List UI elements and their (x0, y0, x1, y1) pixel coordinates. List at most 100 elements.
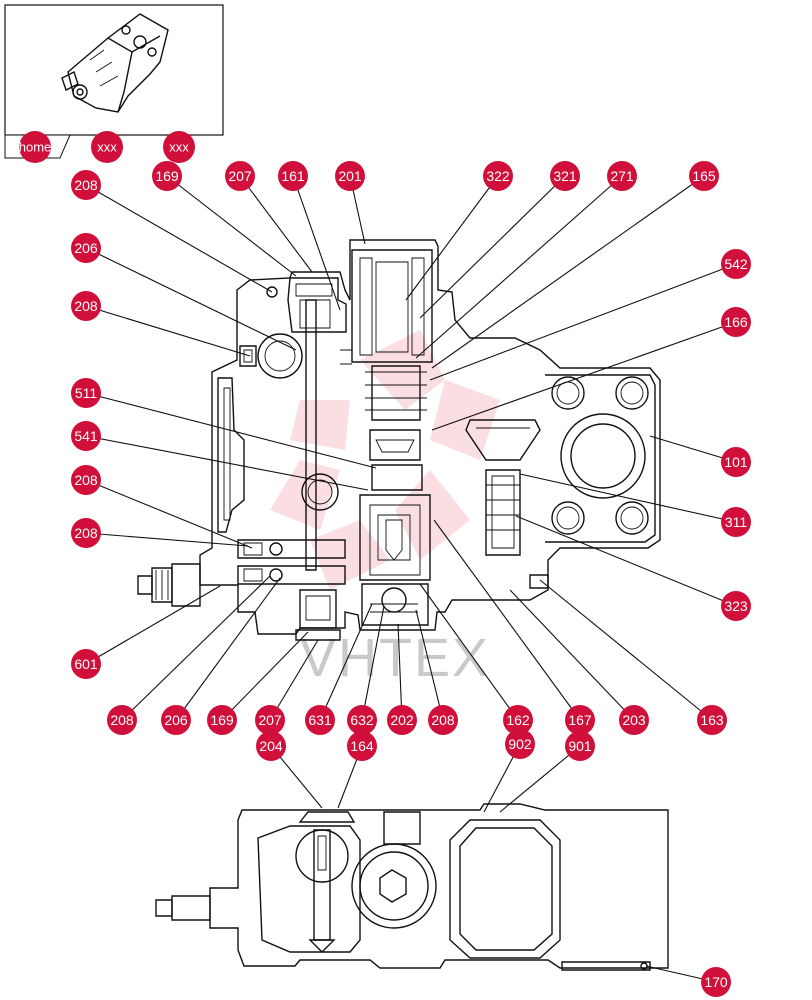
callout-label: 208 (74, 472, 98, 488)
valve-section-view (137, 239, 661, 641)
leader-line-c-202 (397, 623, 403, 721)
callout-label: 323 (724, 598, 748, 614)
callout-badge (565, 731, 595, 761)
callout-badge (721, 307, 751, 337)
nav-tab-home[interactable]: home (19, 131, 52, 163)
callout-label: 170 (704, 974, 728, 990)
nav-tab-xxx-2[interactable]: xxx (163, 131, 195, 163)
callout-badge (721, 249, 751, 279)
leader-line-c-208d (85, 532, 249, 547)
callout-label: 208 (74, 298, 98, 314)
callout-c-165[interactable]: 165 (689, 161, 719, 191)
callout-c-311[interactable]: 311 (721, 507, 751, 537)
callout-badge (71, 518, 101, 548)
callout-label: 201 (338, 168, 362, 184)
callout-label: 208 (74, 525, 98, 541)
nav-tab-xxx-1[interactable]: xxx (91, 131, 123, 163)
callout-c-601[interactable]: 601 (71, 649, 101, 679)
callout-c-207a[interactable]: 207 (225, 161, 255, 191)
leader-line-c-161 (292, 175, 341, 311)
callout-c-208b[interactable]: 208 (71, 291, 101, 321)
callout-c-206a[interactable]: 206 (71, 233, 101, 263)
callout-c-208a[interactable]: 208 (71, 170, 101, 200)
callout-label: 311 (725, 514, 748, 530)
callout-badge (721, 591, 751, 621)
callout-badge (152, 161, 182, 191)
callout-badge (619, 705, 649, 735)
callout-badge (71, 233, 101, 263)
callout-c-163[interactable]: 163 (697, 705, 727, 735)
callout-badge (550, 161, 580, 191)
callout-c-542[interactable]: 542 (721, 249, 751, 279)
callout-c-901[interactable]: 901 (565, 731, 595, 761)
leader-line-c-632 (361, 605, 385, 721)
leader-line-c-322 (405, 175, 499, 301)
callout-c-323[interactable]: 323 (721, 591, 751, 621)
callout-c-170[interactable]: 170 (701, 967, 731, 997)
callout-label: 169 (210, 712, 234, 728)
callout-c-164[interactable]: 164 (347, 731, 377, 761)
callout-badge (278, 161, 308, 191)
callout-c-208d[interactable]: 208 (71, 518, 101, 548)
leader-line-c-208c (85, 479, 253, 549)
callout-c-166[interactable]: 166 (721, 307, 751, 337)
callout-c-632[interactable]: 632 (347, 705, 377, 735)
callout-c-206b[interactable]: 206 (161, 705, 191, 735)
callout-badge (483, 161, 513, 191)
callout-c-207b[interactable]: 207 (255, 705, 285, 735)
callout-c-208c[interactable]: 208 (71, 465, 101, 495)
callout-label: 542 (724, 256, 748, 272)
callout-c-203[interactable]: 203 (619, 705, 649, 735)
leader-line-c-208f (415, 609, 444, 721)
callout-label: 541 (74, 428, 98, 444)
callout-layer: 208 169 207 161 201 322 321 271 165 206 542 208 166 5… (71, 161, 751, 997)
callout-c-162[interactable]: 162 (503, 705, 533, 735)
callout-label: 203 (622, 712, 646, 728)
callout-c-208e[interactable]: 208 (107, 705, 137, 735)
callout-label: 166 (724, 314, 748, 330)
callout-c-511[interactable]: 511 (71, 378, 101, 408)
callout-label: 162 (506, 712, 530, 728)
leader-line-c-601 (85, 585, 221, 665)
leader-line-c-542 (429, 263, 737, 381)
leader-line-c-631 (319, 603, 373, 721)
callout-badge (225, 161, 255, 191)
callout-badge (505, 729, 535, 759)
callout-label: 271 (610, 168, 634, 184)
callout-badge (71, 291, 101, 321)
leader-line-c-511 (85, 392, 377, 469)
callout-c-271[interactable]: 271 (607, 161, 637, 191)
callout-c-204[interactable]: 204 (256, 731, 286, 761)
callout-c-161[interactable]: 161 (278, 161, 308, 191)
callout-badge (428, 705, 458, 735)
watermark-text: VHTEX (300, 628, 490, 688)
callout-label: 632 (350, 712, 374, 728)
callout-c-202[interactable]: 202 (387, 705, 417, 735)
nav-tab-xxx-1-label: xxx (97, 140, 117, 155)
callout-c-322[interactable]: 322 (483, 161, 513, 191)
callout-c-101[interactable]: 101 (721, 447, 751, 477)
callout-label: 161 (281, 168, 305, 184)
callout-c-169b[interactable]: 169 (207, 705, 237, 735)
callout-label: 206 (74, 240, 98, 256)
thumbnail-panel[interactable] (4, 4, 224, 159)
callout-label: 321 (553, 168, 577, 184)
callout-c-321[interactable]: 321 (550, 161, 580, 191)
leader-line-c-207b (269, 639, 319, 721)
callout-c-167[interactable]: 167 (565, 705, 595, 735)
callout-badge (71, 421, 101, 451)
callout-c-208f[interactable]: 208 (428, 705, 458, 735)
callout-label: 322 (486, 168, 510, 184)
callout-c-169a[interactable]: 169 (152, 161, 182, 191)
leader-line-c-271 (415, 175, 623, 359)
leader-line-c-541 (85, 435, 369, 491)
callout-c-201[interactable]: 201 (335, 161, 365, 191)
callout-label: 208 (431, 712, 455, 728)
callout-c-541[interactable]: 541 (71, 421, 101, 451)
callout-label: 207 (228, 168, 252, 184)
callout-c-631[interactable]: 631 (305, 705, 335, 735)
callout-label: 902 (508, 736, 532, 752)
callout-badge (689, 161, 719, 191)
callout-c-902[interactable]: 902 (505, 729, 535, 759)
watermark-logo: VHTEX (270, 330, 500, 688)
